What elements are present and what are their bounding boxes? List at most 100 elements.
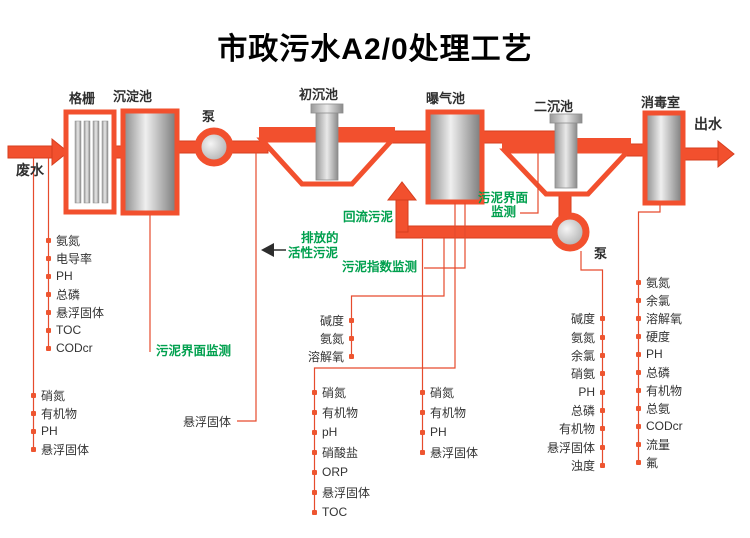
secondary-param: PH bbox=[535, 384, 605, 400]
aeration-monitor-line bbox=[313, 203, 456, 513]
monitor-dot-icon bbox=[636, 297, 641, 303]
discharge-arrow-icon bbox=[261, 243, 286, 257]
effluent-param: 溶解氧 bbox=[636, 310, 682, 326]
effluent-param: 氟 bbox=[636, 454, 658, 470]
effluent-param: 有机物 bbox=[636, 382, 682, 398]
mixed-liquor-param: 悬浮固体 bbox=[420, 444, 478, 460]
primary-param: 碱度 bbox=[284, 312, 354, 328]
monitor-dot-icon bbox=[312, 509, 317, 515]
monitor-dot-icon bbox=[600, 370, 605, 376]
monitor-dot-icon bbox=[312, 449, 317, 455]
sed-param: 悬浮固体 bbox=[183, 414, 232, 429]
pump-1 bbox=[194, 127, 234, 167]
effluent-arrow-icon bbox=[717, 139, 735, 169]
effluent-param: 余氯 bbox=[636, 292, 670, 308]
aeration-param: TOC bbox=[312, 504, 347, 520]
monitor-dot-icon bbox=[31, 410, 36, 416]
effluent-param: 硬度 bbox=[636, 328, 670, 344]
sludge-index-label: 污泥指数监测 bbox=[342, 260, 418, 274]
aeration-label: 曝气池 bbox=[426, 91, 466, 106]
secondary-param: 悬浮固体 bbox=[535, 439, 605, 455]
monitor-dot-icon bbox=[31, 392, 36, 398]
discharge-sludge-label-1: 排放的 bbox=[301, 231, 339, 245]
influent-param: PH bbox=[46, 268, 73, 284]
monitor-dot-icon bbox=[600, 334, 605, 340]
monitor-dot-icon bbox=[312, 469, 317, 475]
monitor-dot-icon bbox=[46, 309, 51, 315]
sec-sludge-interface-label-1: 污泥界面 bbox=[478, 191, 529, 205]
primary-label: 初沉池 bbox=[299, 87, 339, 102]
monitor-dot-icon bbox=[600, 444, 605, 450]
primary-clarifier bbox=[256, 103, 398, 187]
monitor-dot-icon bbox=[46, 291, 51, 297]
primary-param: 氨氮 bbox=[284, 330, 354, 346]
monitor-dot-icon bbox=[600, 352, 605, 358]
monitor-dot-icon bbox=[636, 279, 641, 285]
secondary-param: 浊度 bbox=[535, 457, 605, 473]
monitor-dot-icon bbox=[600, 462, 605, 468]
sed-sludge-interface-label: 污泥界面监测 bbox=[156, 344, 232, 358]
monitor-dot-icon bbox=[349, 335, 354, 341]
disinfection-room bbox=[642, 110, 686, 206]
pump1-label: 泵 bbox=[202, 109, 216, 124]
aeration-param: 有机物 bbox=[312, 404, 358, 420]
influent-arrow-icon bbox=[51, 137, 69, 167]
aeration-param: ORP bbox=[312, 464, 348, 480]
monitor-dot-icon bbox=[420, 389, 425, 395]
sedimentation-label: 沉淀池 bbox=[113, 89, 153, 104]
monitor-dot-icon bbox=[312, 389, 317, 395]
monitor-dot-icon bbox=[46, 273, 51, 279]
sludge-index-line bbox=[424, 203, 466, 269]
monitor-dot-icon bbox=[312, 429, 317, 435]
effluent-param: 流量 bbox=[636, 436, 670, 452]
page-title: 市政污水A2/0处理工艺 bbox=[217, 33, 533, 66]
secondary-param: 总磷 bbox=[535, 402, 605, 418]
monitor-dot-icon bbox=[636, 351, 641, 357]
screen-param: 有机物 bbox=[31, 405, 77, 421]
screen-param: 硝氮 bbox=[31, 387, 65, 403]
disinfection-label: 消毒室 bbox=[641, 95, 681, 110]
influent-param: 总磷 bbox=[46, 286, 80, 302]
effluent-param: CODcr bbox=[636, 418, 683, 434]
pump-2 bbox=[550, 212, 590, 252]
monitor-dot-icon bbox=[600, 315, 605, 321]
monitor-dot-icon bbox=[31, 428, 36, 434]
influent-param: CODcr bbox=[46, 340, 93, 356]
aeration-param: 悬浮固体 bbox=[312, 484, 370, 500]
monitor-dot-icon bbox=[600, 425, 605, 431]
influent-param: TOC bbox=[46, 322, 81, 338]
return-riser-pipe bbox=[395, 197, 409, 233]
primary-param: 溶解氧 bbox=[284, 348, 354, 364]
monitor-dot-icon bbox=[636, 405, 641, 411]
equipment bbox=[63, 103, 686, 252]
monitor-dot-icon bbox=[600, 407, 605, 413]
aeration-param: 硝酸盐 bbox=[312, 444, 358, 460]
secondary-clarifier bbox=[499, 113, 634, 197]
aeration-tank bbox=[425, 109, 485, 205]
monitor-dot-icon bbox=[636, 459, 641, 465]
secondary-param: 有机物 bbox=[535, 420, 605, 436]
effluent-param: 氨氮 bbox=[636, 274, 670, 290]
secondary-monitor-line bbox=[580, 251, 604, 466]
monitor-dot-icon bbox=[420, 409, 425, 415]
screen-param: PH bbox=[31, 423, 58, 439]
sec-sludge-interface-label-2: 监测 bbox=[491, 205, 517, 219]
effluent-param: 总氨 bbox=[636, 400, 670, 416]
monitor-dot-icon bbox=[420, 449, 425, 455]
effluent-label: 出水 bbox=[694, 116, 722, 132]
monitor-dot-icon bbox=[349, 317, 354, 323]
effluent-param: 总磷 bbox=[636, 364, 670, 380]
monitor-dot-icon bbox=[312, 409, 317, 415]
mixed-liquor-param: 硝氮 bbox=[420, 384, 454, 400]
monitor-dot-icon bbox=[636, 333, 641, 339]
influent-label: 废水 bbox=[16, 162, 44, 178]
aeration-param: pH bbox=[312, 424, 337, 440]
mixed-liquor-param: PH bbox=[420, 424, 447, 440]
monitor-dot-icon bbox=[636, 315, 641, 321]
monitor-dot-icon bbox=[312, 489, 317, 495]
monitor-dot-icon bbox=[420, 429, 425, 435]
influent-param: 悬浮固体 bbox=[46, 304, 104, 320]
effluent-param: PH bbox=[636, 346, 663, 362]
discharge-sludge-label-2: 活性污泥 bbox=[288, 246, 339, 260]
